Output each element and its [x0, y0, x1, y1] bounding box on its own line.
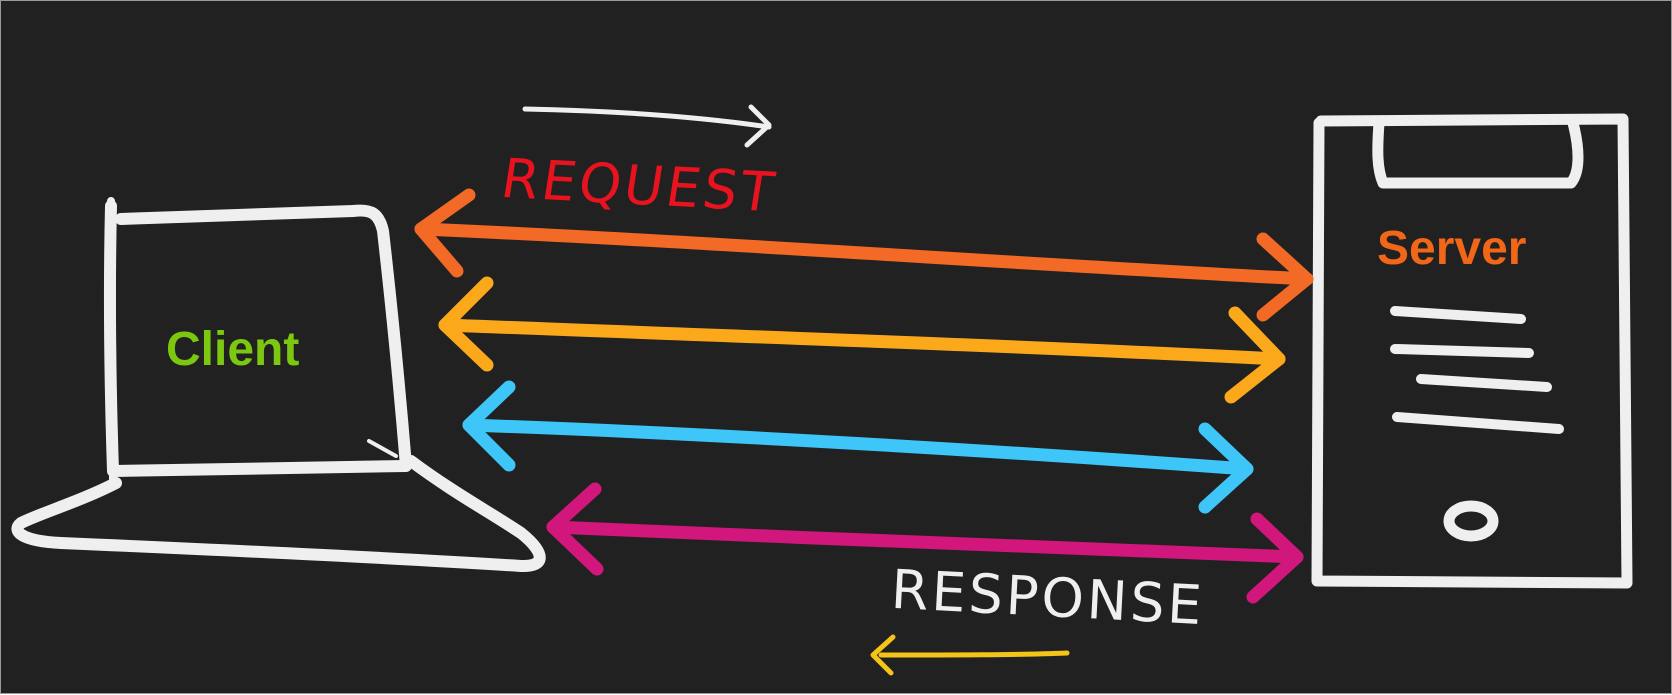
arrow-2 — [438, 276, 1286, 404]
server-line-4 — [1392, 412, 1564, 434]
server-cabinet — [1311, 113, 1633, 589]
arrow-1 — [414, 188, 1314, 322]
client-label: Client — [166, 323, 300, 376]
response-direction-arrow — [870, 634, 1070, 676]
laptop-screen-edge — [107, 197, 117, 483]
laptop-base — [11, 455, 546, 573]
arrow-4 — [546, 482, 1304, 604]
arrow-3 — [462, 380, 1254, 514]
server-drive-bay — [1372, 117, 1584, 189]
server-line-3 — [1416, 374, 1552, 392]
laptop-icon — [11, 197, 546, 573]
laptop-hinge-tick — [367, 439, 398, 458]
server-line-2 — [1390, 344, 1534, 358]
server-line-1 — [1390, 306, 1526, 324]
request-label: Request — [497, 146, 782, 225]
response-label: Response — [889, 557, 1207, 638]
request-direction-arrow — [522, 104, 772, 148]
server-icon — [1311, 113, 1633, 589]
server-label: Server — [1377, 222, 1527, 275]
server-power-button — [1443, 500, 1499, 542]
